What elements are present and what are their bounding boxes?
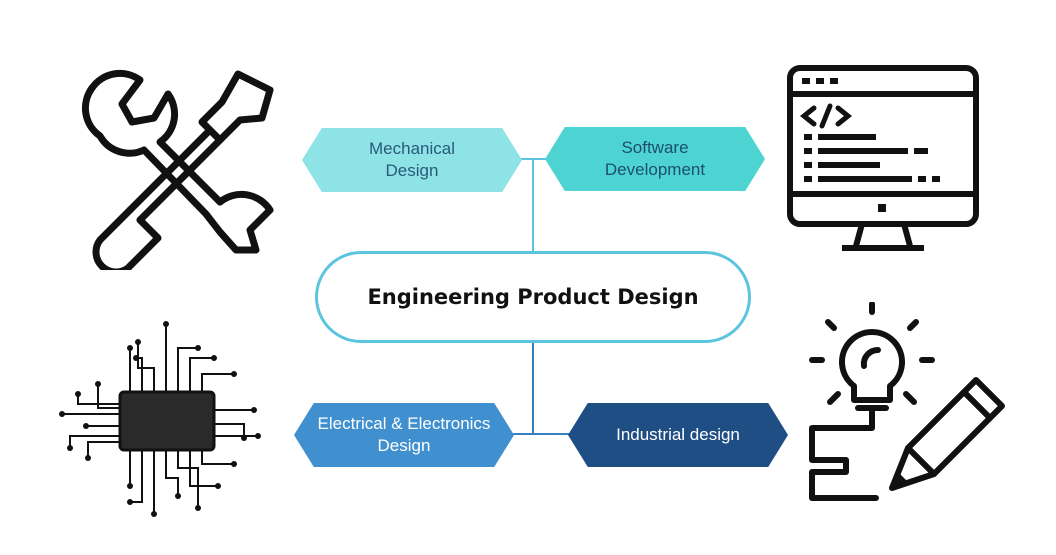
node-mechanical-design: Mechanical Design — [302, 128, 522, 192]
node-industrial-label: Industrial design — [616, 424, 740, 444]
node-mechanical-label: Mechanical Design — [369, 138, 455, 180]
center-title-pill: Engineering Product Design — [315, 251, 751, 343]
node-industrial-design: Industrial design — [568, 403, 788, 467]
node-electrical-label: Electrical & Electronics Design — [317, 413, 491, 455]
node-software-development: Software Development — [545, 127, 765, 191]
computer-code-icon — [787, 65, 979, 251]
microchip-icon — [59, 321, 261, 517]
lightbulb-pencil-icon — [809, 302, 1005, 501]
node-electrical-electronics-design: Electrical & Electronics Design — [294, 403, 514, 467]
node-software-label: Software Development — [604, 137, 706, 179]
wrench-screwdriver-icon — [81, 69, 274, 270]
center-title: Engineering Product Design — [367, 285, 699, 309]
